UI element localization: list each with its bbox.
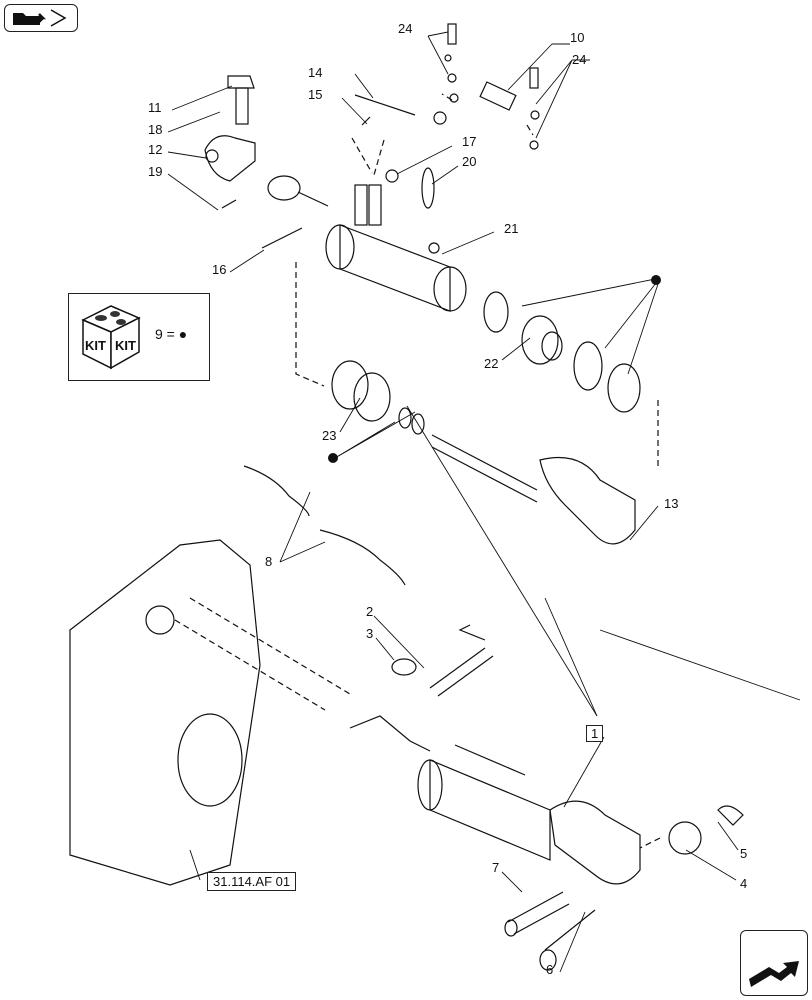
callout-8: 8: [265, 554, 272, 569]
callout-12: 12: [148, 142, 162, 157]
ball-4: [668, 821, 702, 855]
turnbuckle-bracket: [444, 54, 540, 150]
kit-equation: 9 = ●: [155, 326, 188, 342]
callout-24-a: 24: [398, 21, 412, 36]
callout-17: 17: [462, 134, 476, 149]
callout-19: 19: [148, 164, 162, 179]
seal-rings: [483, 291, 641, 413]
spring-15: [361, 116, 371, 126]
callout-21: 21: [504, 221, 518, 236]
kit-bullets: [328, 275, 661, 463]
pin-6: [539, 909, 596, 971]
plate-bracket: [354, 184, 382, 226]
callout-labels: 24 10 24 14 15 11 18 12 19 17 20 21 16 2…: [148, 21, 747, 977]
assembly-marker: 1: [586, 725, 604, 742]
extension-lines: [174, 93, 661, 849]
kit-label-left: KIT: [85, 338, 106, 353]
callout-11: 11: [148, 100, 162, 115]
callout-7: 7: [492, 860, 499, 875]
leader-lines: [167, 31, 801, 973]
top-bolt: [447, 23, 539, 89]
linch-pin-5: [717, 805, 744, 826]
callout-20: 20: [462, 154, 476, 169]
callout-23: 23: [322, 428, 336, 443]
bolt-16: [261, 227, 303, 249]
piston: [331, 360, 425, 435]
callout-24-b: 24: [572, 52, 586, 67]
next-page-arrow-icon: [749, 961, 799, 987]
cylinder-body: [325, 224, 467, 312]
callout-3: 3: [366, 626, 373, 641]
next-page-button[interactable]: [740, 930, 808, 996]
kit-label-right: KIT: [115, 338, 136, 353]
callout-15: 15: [308, 87, 322, 102]
piston-rod-hook: [431, 434, 636, 545]
pin-7: [504, 891, 570, 937]
kit-bullet-rings: [328, 453, 338, 463]
back-button[interactable]: [4, 4, 78, 32]
reference-link[interactable]: 31.114.AF 01: [207, 872, 297, 891]
lever-14: [354, 94, 447, 125]
callout-6: 6: [546, 962, 553, 977]
clevis: [204, 135, 256, 182]
eye-rod: [267, 175, 329, 207]
clip-3: [391, 658, 417, 676]
nut-17: [385, 169, 399, 183]
rear-housing: [69, 539, 261, 886]
pin-with-knob: [227, 75, 255, 125]
callout-10: 10: [570, 30, 584, 45]
callout-16: 16: [212, 262, 226, 277]
callout-18: 18: [148, 122, 162, 137]
retainer-20: [421, 167, 435, 209]
kit-bullet-seals: [651, 275, 661, 285]
r-clip: [221, 199, 237, 209]
assembled-top-link: [349, 715, 641, 885]
callout-14: 14: [308, 65, 322, 80]
callout-5: 5: [740, 846, 747, 861]
pin-2: [429, 624, 494, 697]
folder-back-arrow-icon: [13, 9, 67, 27]
chains: [243, 465, 406, 586]
kit-box-icon: KIT KIT: [81, 305, 141, 370]
callout-22: 22: [484, 356, 498, 371]
callout-2: 2: [366, 604, 373, 619]
callout-13: 13: [664, 496, 678, 511]
kit-legend: KIT KIT 9 = ●: [68, 293, 210, 381]
callout-4: 4: [740, 876, 747, 891]
